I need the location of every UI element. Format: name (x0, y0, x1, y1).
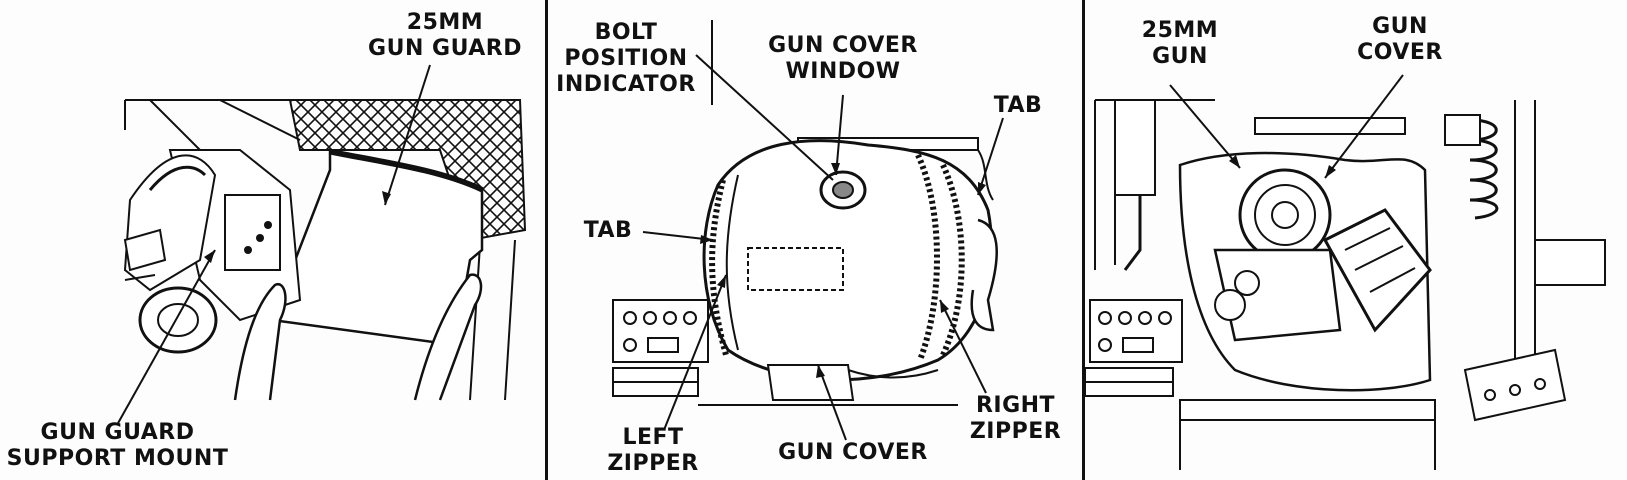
label-25mm-gun-line2: GUN (1152, 44, 1208, 69)
label-gun-cover-text: GUN COVER (778, 440, 928, 465)
label-left-zipper: LEFT ZIPPER (603, 425, 703, 477)
gun-cover-installed-illustration (612, 20, 1004, 441)
panel-gun-guard: 25MM GUN GUARD GUN GUARD SUPPORT MOUNT (0, 0, 545, 480)
label-bolt-line3: INDICATOR (556, 72, 696, 97)
label-support-mount-line1: GUN GUARD (40, 420, 195, 445)
panel-gun-cover-removed: 25MM GUN GUN COVER (1085, 0, 1627, 480)
label-left-zipper-line1: LEFT (622, 425, 684, 450)
label-gun-cover-right-line2: COVER (1357, 40, 1443, 65)
label-tab-left-text: TAB (583, 218, 633, 243)
label-gun-guard-line2: GUN GUARD (368, 36, 522, 61)
label-left-zipper-line2: ZIPPER (607, 451, 699, 476)
label-gun-cover: GUN COVER (773, 440, 933, 466)
panel-gun-cover-installed: BOLT POSITION INDICATOR GUN COVER WINDOW… (548, 0, 1082, 480)
label-bolt-line1: BOLT (594, 20, 658, 45)
label-25mm-gun-line1: 25MM (1141, 18, 1219, 43)
label-window-line1: GUN COVER (768, 33, 918, 58)
label-tab-right-text: TAB (993, 93, 1043, 118)
label-right-zipper: RIGHT ZIPPER (963, 393, 1068, 445)
label-gun-cover-right: GUN COVER (1345, 14, 1455, 66)
label-tab-left: TAB (578, 218, 638, 244)
label-25mm-gun: 25MM GUN (1125, 18, 1235, 70)
label-support-mount-line2: SUPPORT MOUNT (6, 446, 229, 471)
label-right-zipper-line1: RIGHT (975, 393, 1056, 418)
panel-divider (545, 0, 548, 480)
label-window-line2: WINDOW (785, 59, 901, 84)
label-tab-right: TAB (988, 93, 1048, 119)
gun-cover-removed-illustration (1085, 74, 1606, 470)
label-gun-guard-line1: 25MM (406, 10, 484, 35)
label-support-mount: GUN GUARD SUPPORT MOUNT (0, 420, 235, 472)
label-bolt-line2: POSITION (564, 46, 688, 71)
panel-divider (1082, 0, 1085, 480)
label-right-zipper-line2: ZIPPER (969, 419, 1062, 444)
label-gun-cover-right-line1: GUN (1372, 14, 1428, 39)
gun-guard-illustration (116, 64, 527, 426)
label-bolt-position-indicator: BOLT POSITION INDICATOR (556, 20, 696, 98)
label-gun-guard: 25MM GUN GUARD (360, 10, 530, 62)
label-gun-cover-window: GUN COVER WINDOW (768, 33, 918, 85)
